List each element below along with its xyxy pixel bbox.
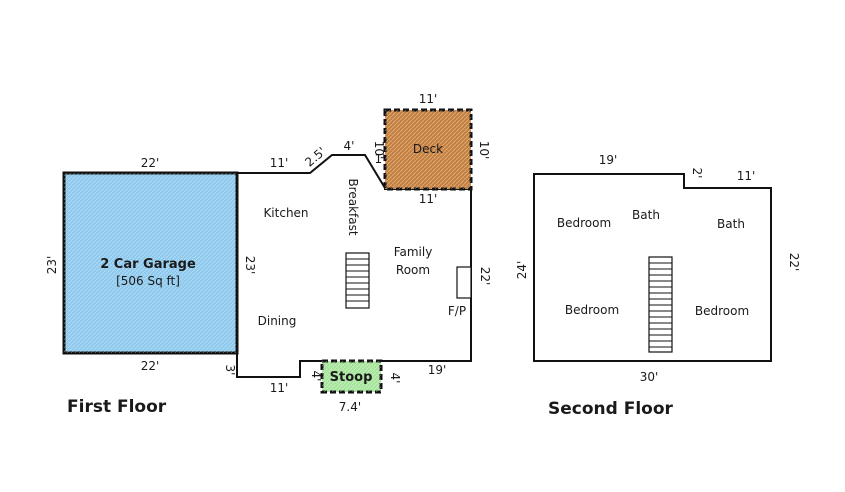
second-floor-stairs [648, 256, 673, 353]
family-room-label-1: Family [394, 245, 433, 259]
stoop-label: Stoop [330, 370, 373, 385]
bedroom-bottom-left-label: Bedroom [565, 303, 619, 317]
dim-bottom: 30' [640, 370, 659, 384]
first-floor-title: First Floor [67, 397, 167, 417]
fireplace-label: F/P [448, 304, 466, 318]
first-floor: 2 Car Garage [506 Sq ft] 22' 22' 23' 23'… [45, 92, 492, 417]
dim-notch: 2' [690, 168, 704, 179]
stoop: Stoop 7.4' 4' 4' [309, 359, 402, 414]
deck-hatch [385, 110, 471, 189]
deck-dim-bottom: 11' [419, 192, 438, 206]
stoop-dim-bottom: 7.4' [339, 400, 361, 414]
bedroom-bottom-right-label: Bedroom [695, 304, 749, 318]
bath-center-label: Bath [632, 208, 660, 222]
dim-left: 24' [515, 261, 529, 280]
garage-dim-right: 23' [243, 256, 257, 275]
dim-breakfast-top: 4' [344, 139, 355, 153]
second-floor-outline [533, 173, 772, 362]
stoop-hatch [322, 361, 381, 392]
bedroom-top-left-label: Bedroom [557, 216, 611, 230]
dim-top-right: 11' [737, 169, 756, 183]
garage-area-label: [506 Sq ft] [116, 274, 180, 288]
kitchen-label: Kitchen [263, 206, 308, 220]
fireplace [456, 266, 472, 299]
breakfast-label: Breakfast [346, 178, 360, 235]
bath-right-label: Bath [717, 217, 745, 231]
garage-dim-left: 23' [45, 256, 59, 275]
garage-dim-bottom: 22' [141, 359, 160, 373]
deck-label: Deck [413, 142, 443, 156]
first-floor-stairs [345, 252, 370, 309]
dining-label: Dining [258, 314, 297, 328]
dim-step: 3' [223, 365, 237, 376]
dim-bottom-left: 11' [270, 381, 289, 395]
stoop-dim-right: 4' [388, 373, 402, 384]
second-floor-title: Second Floor [548, 399, 674, 419]
deck-dim-top: 11' [419, 92, 438, 106]
dim-small-top: 1' [375, 152, 386, 166]
garage-dim-top: 22' [141, 156, 160, 170]
dim-diag: 2.5' [302, 144, 328, 169]
garage-label: 2 Car Garage [100, 257, 196, 272]
deck-dim-right: 10' [477, 141, 491, 160]
dim-bottom-right: 19' [428, 363, 447, 377]
family-room-label-2: Room [396, 263, 430, 277]
dim-top: 19' [599, 153, 618, 167]
deck: Deck 11' 10' 11' 10' [372, 92, 491, 206]
dim-top-left: 11' [270, 156, 289, 170]
second-floor: Bedroom Bath Bath Bedroom Bedroom 19' 2'… [515, 153, 801, 419]
garage-hatch [64, 173, 237, 353]
dim-right: 22' [787, 253, 801, 272]
deck-dim-left: 10' [372, 141, 386, 160]
garage: 2 Car Garage [506 Sq ft] 22' 22' 23' 23' [45, 156, 257, 373]
stoop-dim-left: 4' [309, 371, 323, 382]
dim-right: 22' [478, 267, 492, 286]
